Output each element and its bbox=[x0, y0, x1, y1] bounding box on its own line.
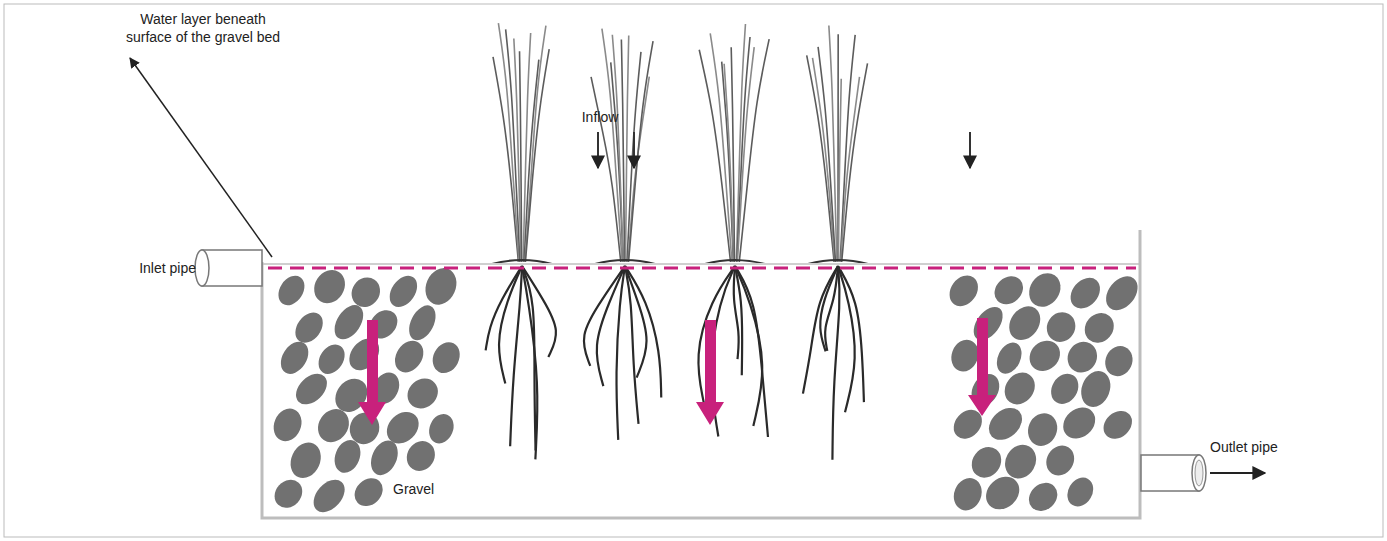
gravel-stone bbox=[420, 263, 462, 309]
gravel-stone bbox=[330, 436, 365, 477]
gravel-stone bbox=[979, 470, 1025, 516]
gravel-stone bbox=[1003, 300, 1047, 346]
tank-wall bbox=[262, 230, 1140, 518]
gravel-stone bbox=[1098, 405, 1138, 444]
frame bbox=[4, 4, 1383, 537]
gravel-stone bbox=[285, 438, 326, 483]
gravel-surface bbox=[262, 263, 1140, 265]
gravel-stone bbox=[425, 410, 458, 447]
gravel-stone bbox=[349, 473, 388, 512]
gravel-stones bbox=[269, 263, 1144, 518]
part-label: Gravel bbox=[393, 480, 453, 498]
gravel-stone bbox=[1046, 369, 1084, 409]
gravel-stone bbox=[992, 338, 1026, 377]
leader-line bbox=[130, 58, 272, 257]
gravel-stone bbox=[389, 335, 429, 377]
gravel-stone bbox=[313, 340, 350, 379]
gravel-stone bbox=[1041, 440, 1080, 480]
gravel-stone bbox=[1076, 367, 1115, 411]
gravel-stone bbox=[269, 404, 307, 445]
gravel-stone bbox=[999, 367, 1041, 411]
gravel-stone bbox=[966, 441, 1008, 483]
reed-plant bbox=[486, 23, 556, 459]
flow-arrows bbox=[358, 318, 996, 425]
callout-label: Water layer beneath surface of the grave… bbox=[118, 10, 288, 46]
gravel-stone bbox=[1062, 473, 1098, 511]
gravel-stone bbox=[1065, 272, 1106, 314]
gravel-stone bbox=[343, 333, 385, 376]
gravel-stone bbox=[290, 307, 329, 348]
reed-plant bbox=[584, 29, 661, 440]
flow-label: Inflow bbox=[570, 108, 630, 126]
inlet-pipe bbox=[195, 250, 262, 286]
gravel-stone bbox=[384, 271, 423, 313]
water-level bbox=[268, 267, 1136, 270]
gravel-stone bbox=[1023, 335, 1066, 378]
gravel-stone bbox=[275, 337, 314, 379]
gravel-stone bbox=[401, 372, 444, 414]
gravel-stone bbox=[1057, 401, 1101, 445]
reed-plants bbox=[486, 23, 868, 460]
part-label: Outlet pipe bbox=[1210, 438, 1300, 456]
gravel-stone bbox=[401, 436, 440, 476]
gravel-stone bbox=[269, 474, 308, 513]
gravel-stone bbox=[1100, 270, 1144, 316]
gravel-stone bbox=[1023, 267, 1067, 313]
gravel-stone bbox=[366, 436, 403, 479]
gravel-stone bbox=[1023, 409, 1062, 451]
inflow-arrows bbox=[598, 132, 970, 168]
reed-plant bbox=[803, 25, 868, 459]
outlet-pipe bbox=[1141, 455, 1265, 491]
gravel-stone bbox=[273, 271, 310, 310]
gravel-stone bbox=[404, 301, 441, 345]
gravel-stone bbox=[428, 338, 465, 378]
gravel-stone bbox=[308, 264, 351, 309]
gravel-stone bbox=[989, 270, 1029, 310]
gravel-stone bbox=[307, 474, 350, 518]
gravel-stone bbox=[968, 302, 1009, 346]
gravel-stone bbox=[949, 474, 987, 515]
gravel-stone bbox=[944, 270, 984, 312]
gravel-stone bbox=[983, 401, 1029, 446]
gravel-stone bbox=[329, 300, 369, 344]
gravel-stone bbox=[1023, 477, 1063, 517]
part-label: Inlet pipe bbox=[122, 259, 196, 277]
gravel-stone bbox=[290, 368, 333, 411]
